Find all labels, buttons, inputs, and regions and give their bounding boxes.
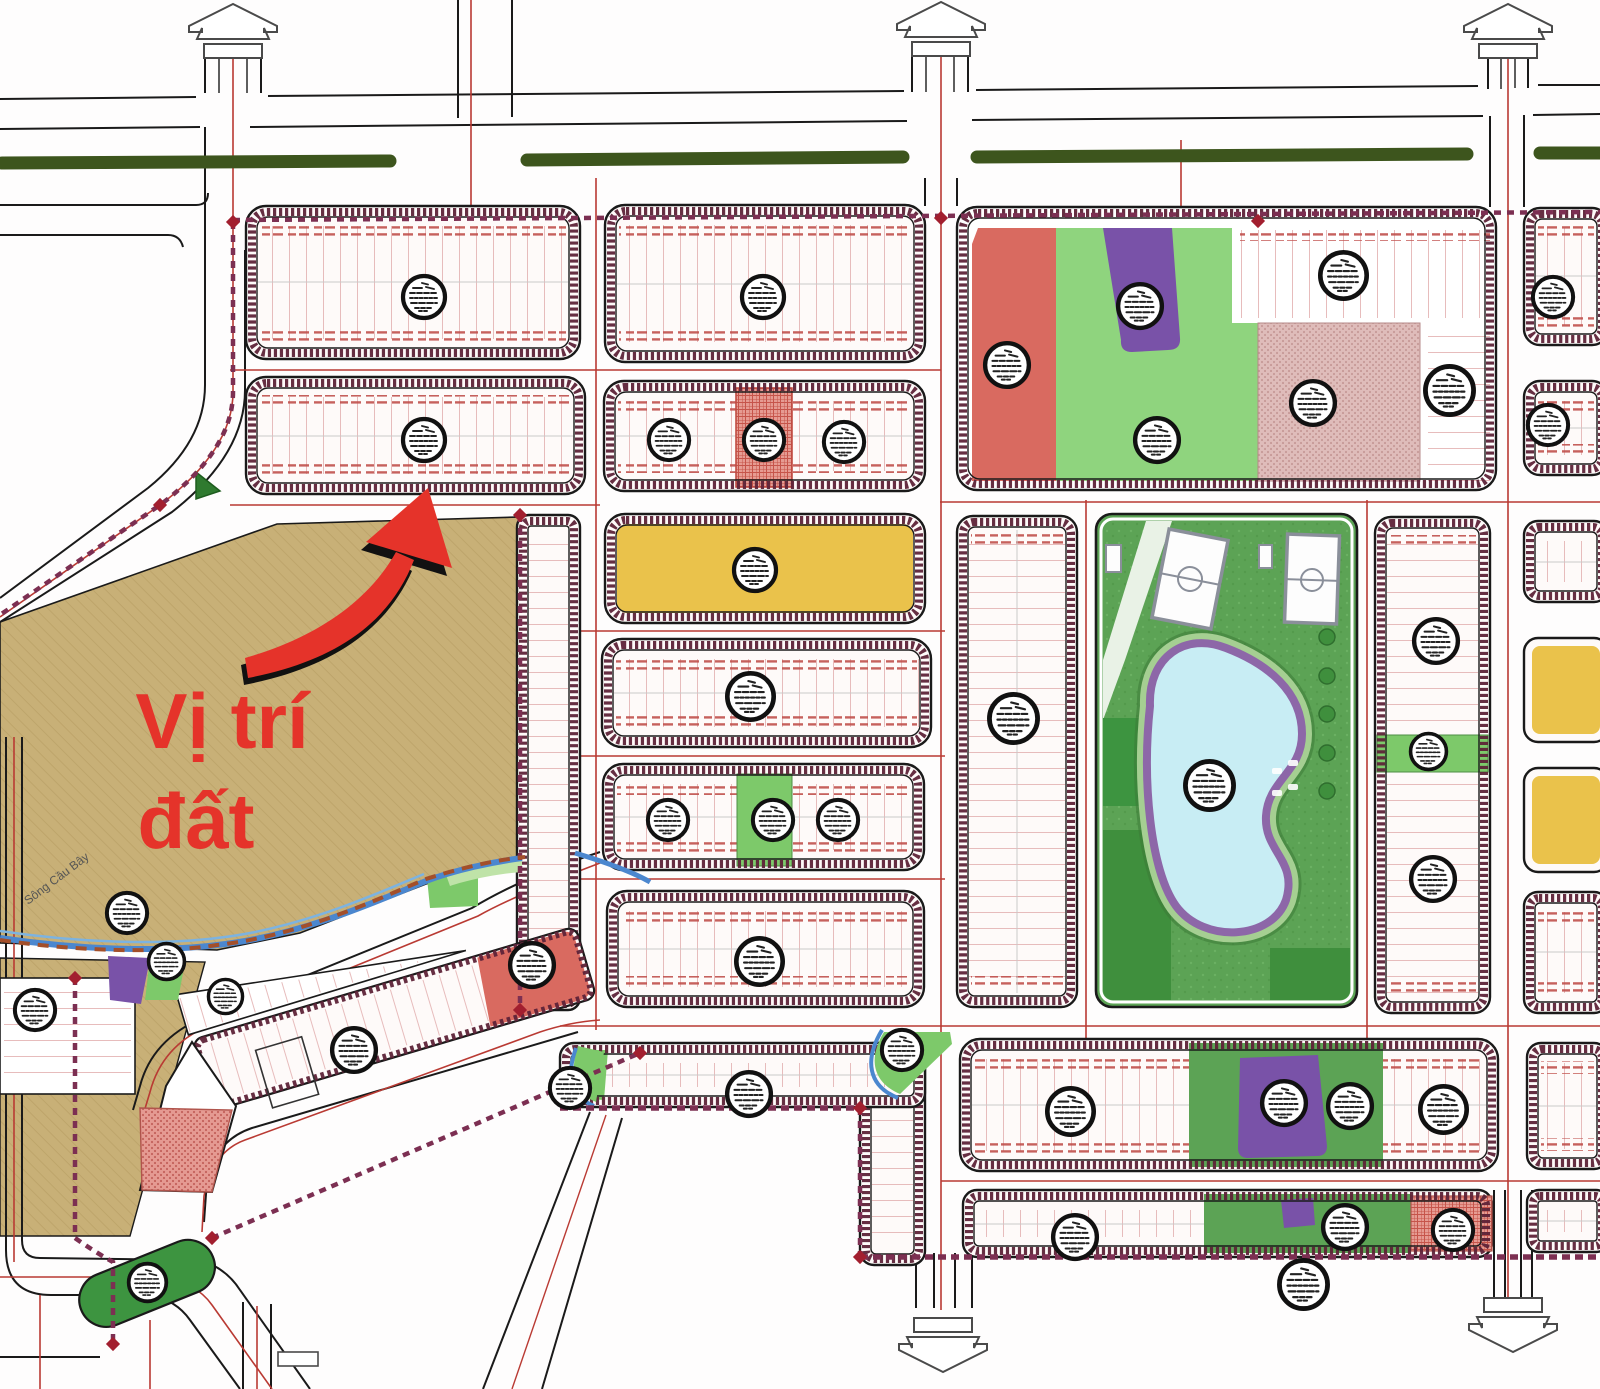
- svg-text:đất: đất: [138, 777, 255, 865]
- svg-text:Vị trí: Vị trí: [135, 677, 311, 765]
